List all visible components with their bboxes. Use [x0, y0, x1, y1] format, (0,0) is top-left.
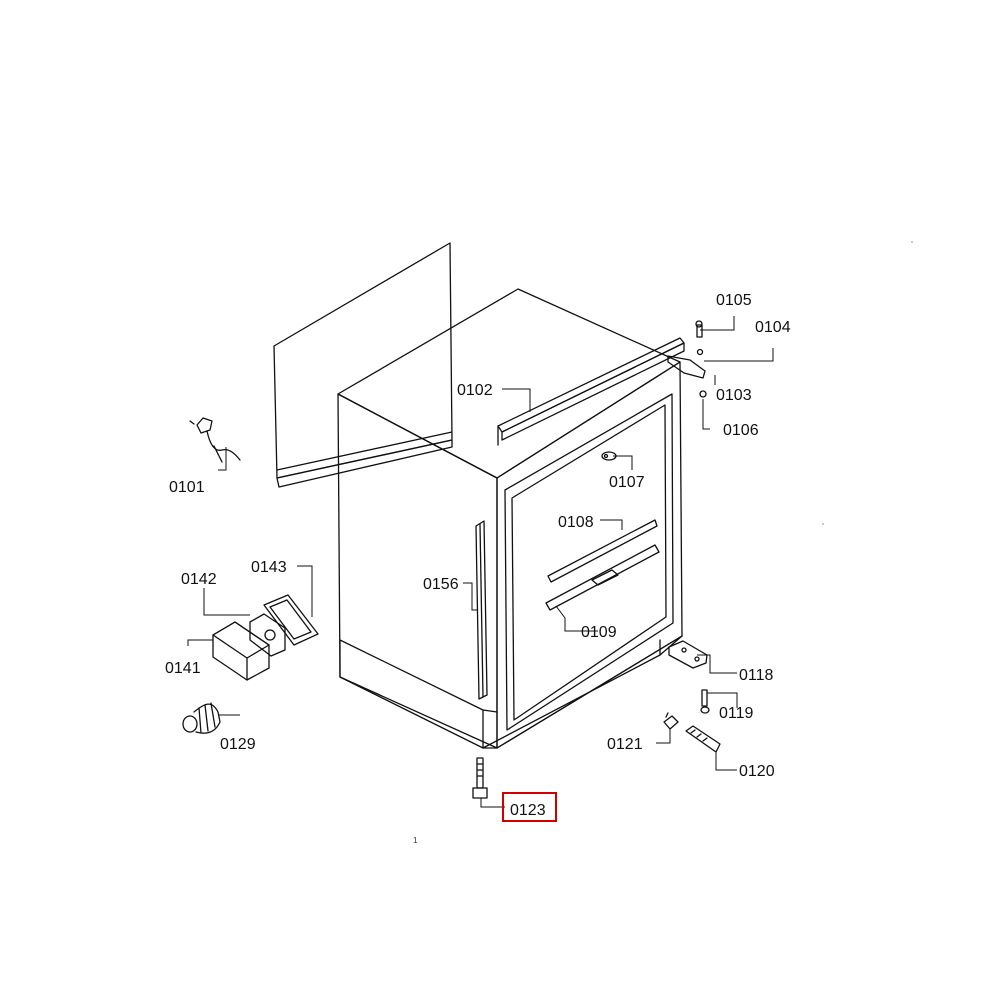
adjustable-foot [472, 757, 488, 799]
hinge-screw [700, 689, 710, 714]
highlight-box-0123 [502, 792, 557, 822]
side-trim-strip [475, 520, 488, 700]
top-hinge-assembly [667, 320, 707, 398]
label-0141: 0141 [165, 660, 201, 677]
label-0105: 0105 [716, 292, 752, 309]
door-rails [545, 519, 660, 611]
label-0106: 0106 [723, 422, 759, 439]
label-0109: 0109 [581, 624, 617, 641]
cabinet-body [337, 288, 683, 749]
part-labels: 0101 0102 0103 0104 0105 0106 0107 0108 … [165, 292, 791, 819]
label-0129: 0129 [220, 736, 256, 753]
label-0120: 0120 [739, 763, 775, 780]
label-0108: 0108 [558, 514, 594, 531]
bottom-hinge-plate [668, 640, 708, 669]
leader-lines [187, 316, 774, 808]
control-box-parts [212, 594, 319, 681]
label-0119: 0119 [719, 705, 754, 722]
label-0102: 0102 [457, 382, 493, 399]
label-0143: 0143 [251, 559, 287, 576]
speck-mark [911, 241, 913, 243]
label-0104: 0104 [755, 319, 791, 336]
label-0123: 0123 [510, 802, 546, 819]
page-mark: 1 [413, 836, 418, 845]
top-rail [497, 337, 685, 446]
label-0103: 0103 [716, 387, 752, 404]
label-0121: 0121 [607, 736, 643, 753]
label-0118: 0118 [739, 667, 774, 684]
speck-mark-2 [822, 523, 824, 525]
label-0156: 0156 [423, 576, 459, 593]
small-clip [663, 712, 679, 730]
spring-bracket [685, 725, 721, 753]
power-cord [189, 417, 241, 463]
label-0101: 0101 [169, 479, 205, 496]
rear-panel [273, 242, 453, 488]
label-0142: 0142 [181, 571, 217, 588]
label-0107: 0107 [609, 474, 645, 491]
coil-part [182, 702, 221, 734]
